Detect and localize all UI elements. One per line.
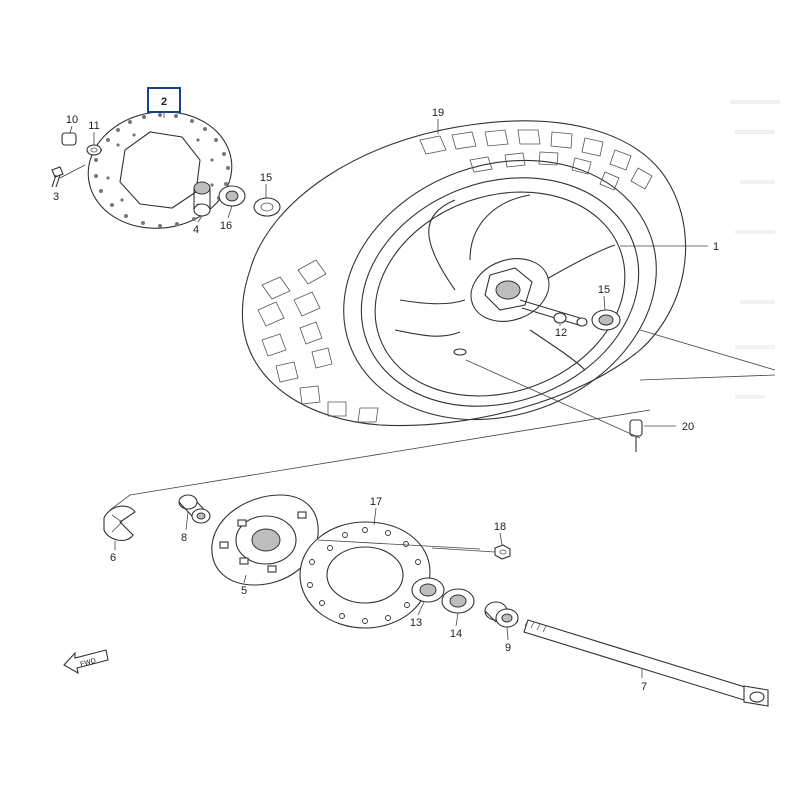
rear-sprocket[interactable] [299, 521, 431, 629]
callout-12[interactable]: 12 [555, 324, 567, 339]
callout-15-lower[interactable]: 15 [598, 284, 610, 311]
svg-text:16: 16 [220, 220, 232, 232]
svg-text:18: 18 [494, 521, 506, 533]
svg-text:15: 15 [260, 172, 272, 184]
svg-text:15: 15 [598, 284, 610, 296]
callout-16[interactable]: 16 [220, 205, 233, 232]
callout-4[interactable]: 4 [193, 215, 203, 236]
callout-19[interactable]: 19 [432, 107, 444, 134]
callout-8[interactable]: 8 [181, 511, 189, 544]
callout-20[interactable]: 20 [644, 421, 694, 433]
rear-axle[interactable] [523, 619, 769, 707]
callout-5[interactable]: 5 [241, 574, 247, 597]
svg-text:12: 12 [555, 327, 567, 339]
callout-7[interactable]: 7 [641, 668, 647, 693]
svg-text:4: 4 [193, 224, 199, 236]
svg-text:19: 19 [432, 107, 444, 119]
callout-3[interactable]: 3 [53, 191, 59, 203]
tire-valve[interactable] [629, 419, 643, 452]
callout-9[interactable]: 9 [505, 626, 511, 654]
svg-text:17: 17 [370, 496, 382, 508]
disc-bolt-washers[interactable] [51, 132, 102, 188]
callout-1[interactable]: 1 [620, 241, 719, 253]
reference-lines-upper [129, 329, 776, 496]
svg-text:6: 6 [110, 552, 116, 564]
svg-text:13: 13 [410, 617, 422, 629]
axle-spacer-right[interactable] [484, 601, 519, 628]
svg-text:5: 5 [241, 585, 247, 597]
callout-15-upper[interactable]: 15 [260, 172, 272, 198]
sprocket-spacer-left[interactable] [178, 494, 211, 524]
svg-text:10: 10 [66, 114, 78, 126]
sprocket-mounting-drum[interactable] [211, 494, 319, 586]
callout-14[interactable]: 14 [450, 612, 462, 640]
callout-6[interactable]: 6 [110, 541, 116, 564]
callout-11[interactable]: 11 [88, 120, 100, 145]
callout-18[interactable]: 18 [494, 521, 506, 546]
svg-text:7: 7 [641, 681, 647, 693]
background-ghost-text [730, 100, 780, 399]
forward-direction-arrow: FWD [63, 649, 109, 675]
callout-13[interactable]: 13 [410, 601, 425, 629]
reference-lines-lower [109, 494, 481, 550]
svg-text:1: 1 [713, 241, 719, 253]
fwd-label: FWD [80, 658, 97, 669]
drum-bearing-and-seal[interactable] [411, 577, 475, 614]
callout-2: 2 [161, 96, 167, 108]
svg-text:3: 3 [53, 191, 59, 203]
brake-disc[interactable] [81, 103, 240, 238]
sprocket-nut[interactable] [431, 544, 511, 560]
svg-text:9: 9 [505, 642, 511, 654]
svg-text:11: 11 [88, 120, 99, 132]
svg-text:20: 20 [682, 421, 694, 433]
callout-10[interactable]: 10 [66, 114, 78, 134]
wheel-right-spacer-bearing[interactable] [553, 309, 621, 331]
hub-damper[interactable] [103, 505, 136, 541]
callout-2-highlight[interactable]: 2 [147, 87, 181, 118]
rear-tire-and-wheel[interactable] [241, 118, 693, 462]
svg-text:14: 14 [450, 628, 462, 640]
svg-text:8: 8 [181, 532, 187, 544]
callout-17[interactable]: 17 [370, 496, 382, 526]
